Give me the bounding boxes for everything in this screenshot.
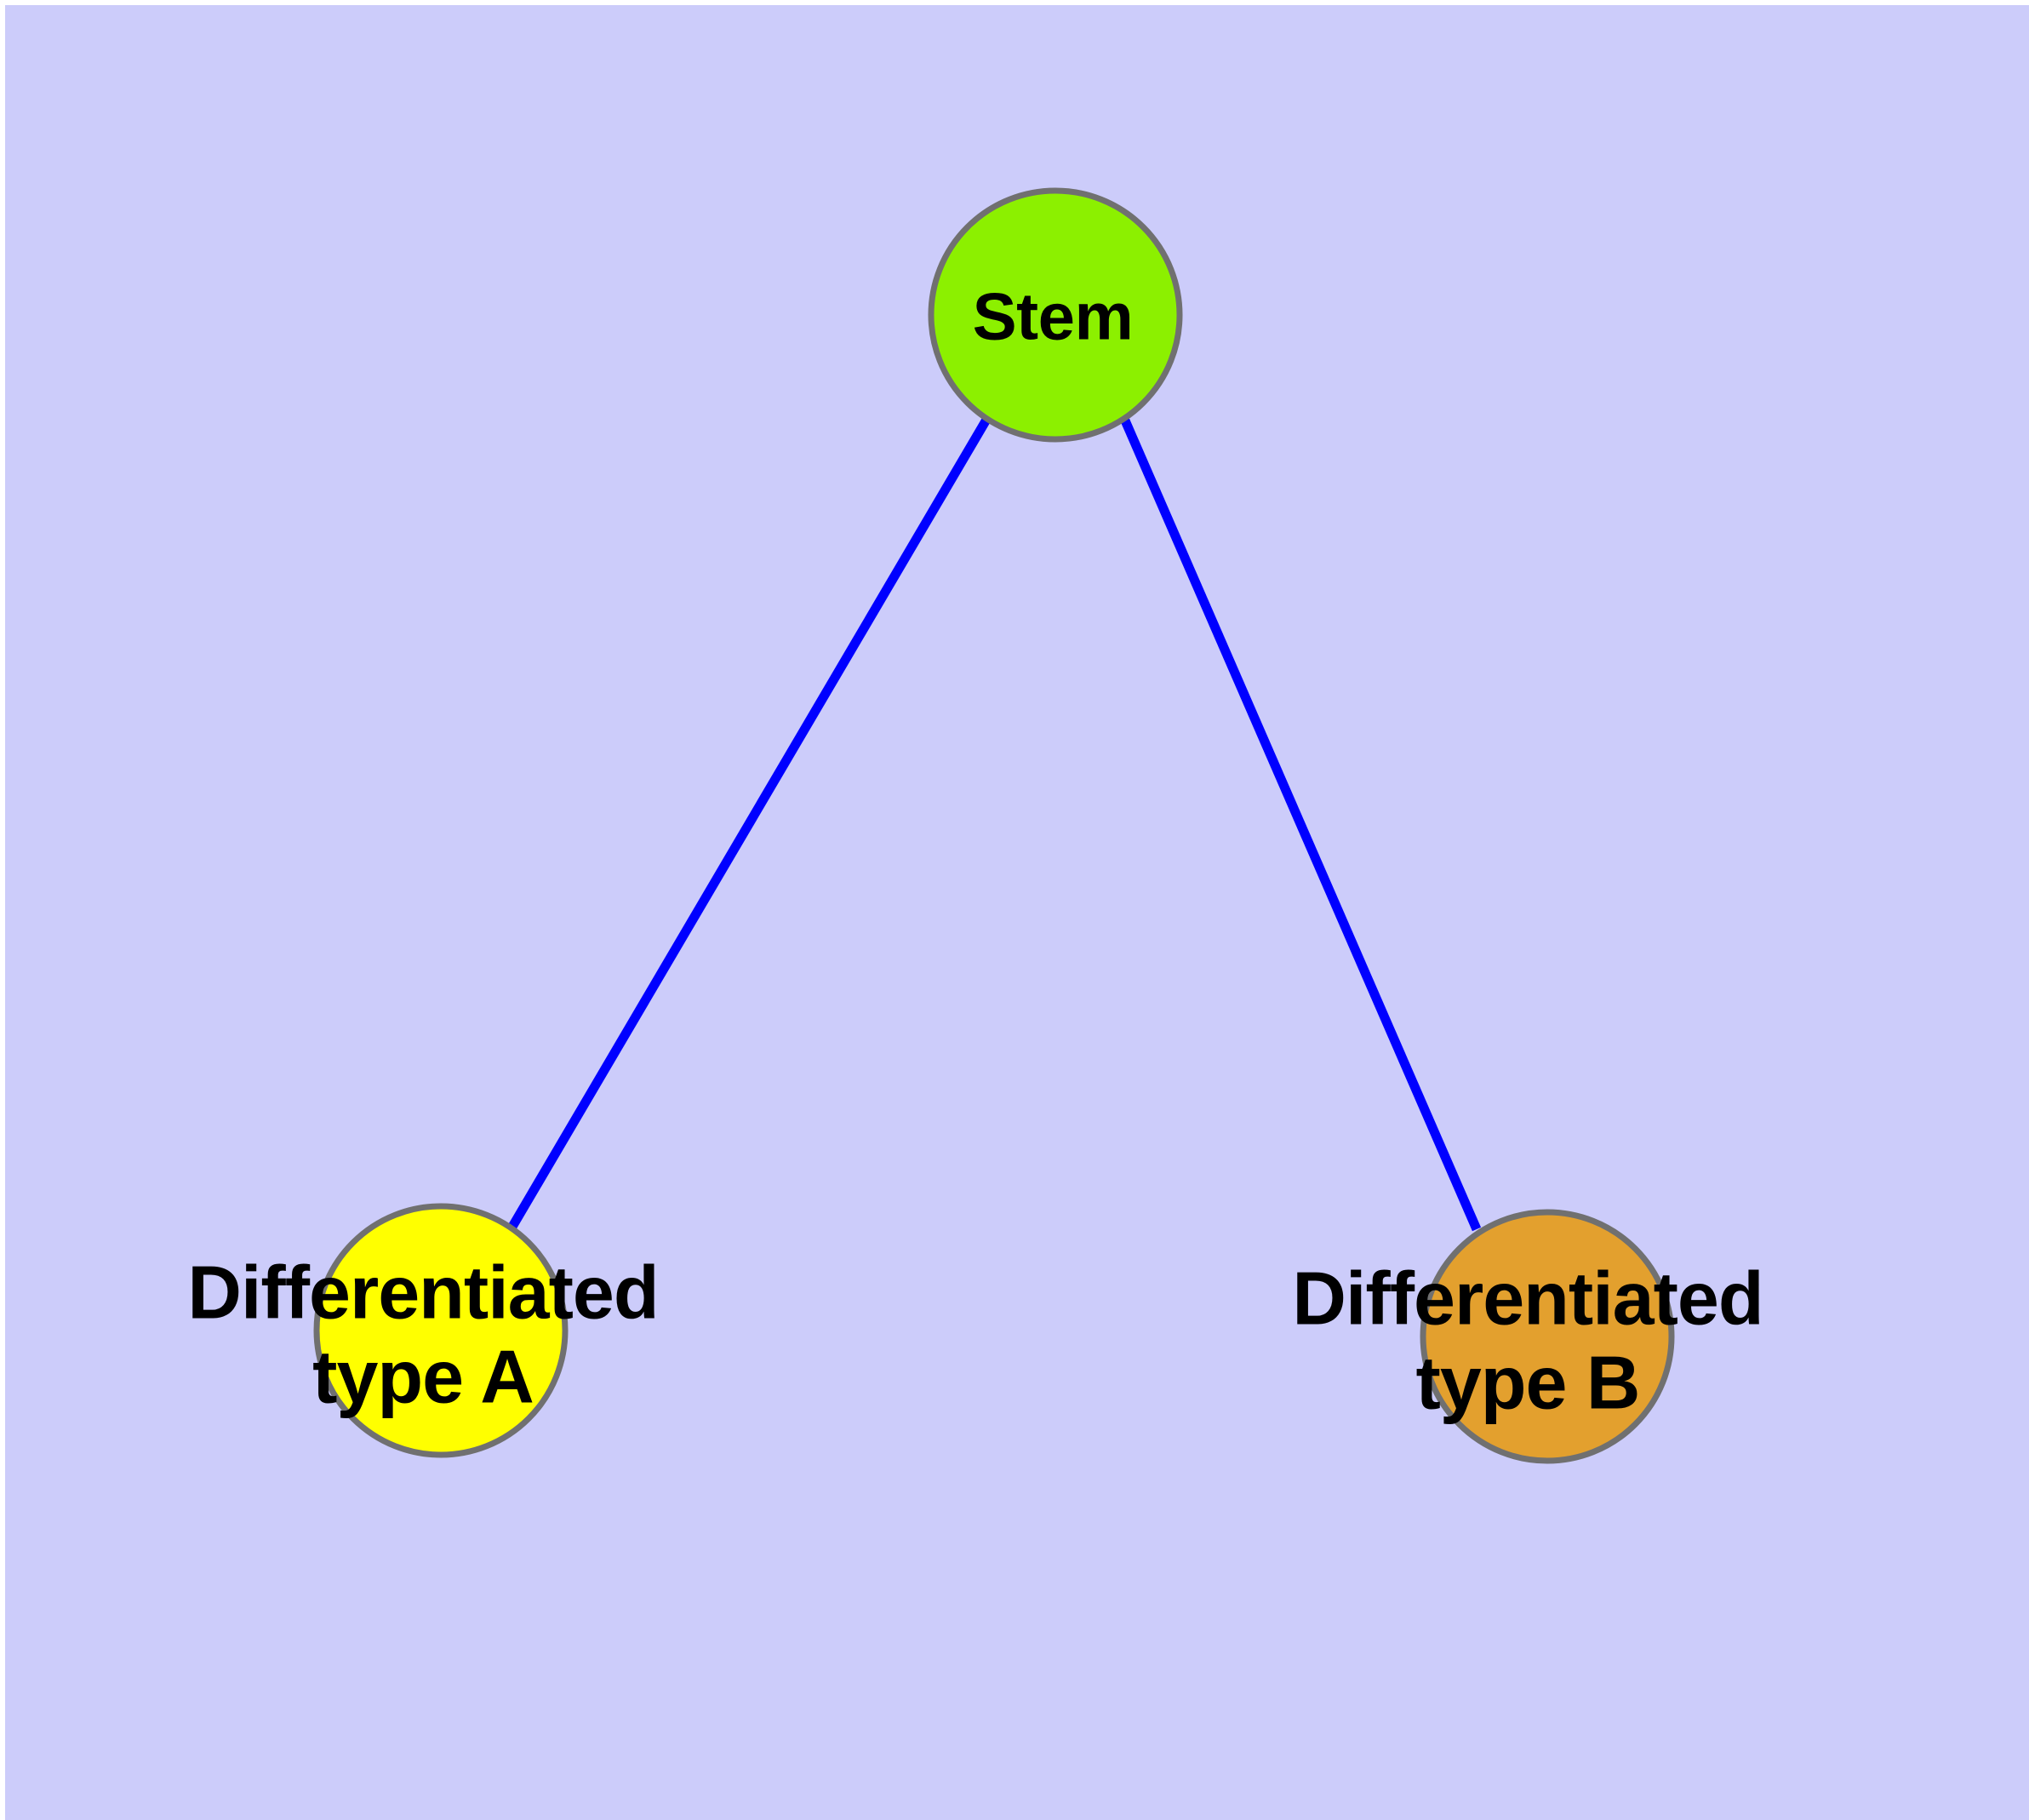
graph-node-diff_b[interactable]: [1420, 1209, 1675, 1464]
edges-layer: [508, 417, 1482, 1232]
nodes-layer: [313, 187, 1675, 1464]
graph-edge-stem-to-b: [1120, 418, 1482, 1232]
graph-node-stem[interactable]: [928, 187, 1183, 443]
graph-edge-stem-to-a: [508, 417, 991, 1229]
graph-node-diff_a[interactable]: [313, 1203, 569, 1458]
